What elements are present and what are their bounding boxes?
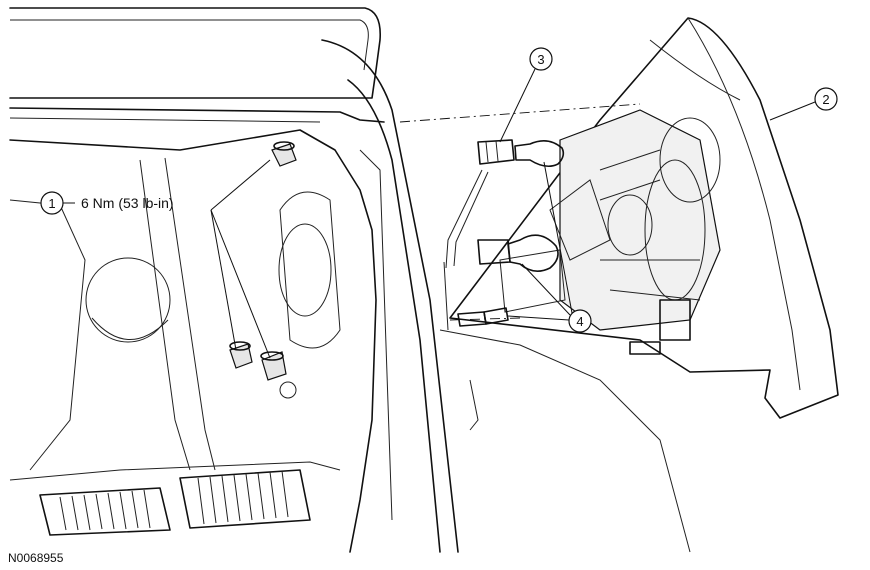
torque-spec: 6 Nm (53 lb-in) bbox=[81, 195, 174, 211]
fastener-low bbox=[260, 351, 287, 381]
rear-lamp-assembly bbox=[449, 17, 839, 419]
callout-4: 4 bbox=[507, 161, 592, 333]
vent-right bbox=[179, 469, 311, 529]
callout-1-number: 1 bbox=[48, 196, 55, 211]
bulb-socket-upper bbox=[477, 139, 515, 165]
bulb-upper bbox=[514, 140, 565, 168]
callout-3-number: 3 bbox=[537, 52, 544, 67]
callout-4-number: 4 bbox=[576, 314, 583, 329]
wiring-harness bbox=[443, 169, 489, 331]
fastener-top bbox=[271, 141, 297, 167]
callout-1: 1 6 Nm (53 lb-in) bbox=[40, 159, 271, 359]
alignment-line-upper bbox=[399, 103, 641, 123]
callout-3: 3 bbox=[499, 47, 553, 143]
lamp-opening-pillar bbox=[321, 39, 691, 553]
figure-id: N0068955 bbox=[8, 551, 64, 565]
callout-2: 2 bbox=[769, 87, 838, 121]
callout-2-number: 2 bbox=[822, 92, 829, 107]
fastener-mid bbox=[229, 341, 253, 369]
alignment-line-lower bbox=[449, 317, 521, 321]
vent-left bbox=[39, 487, 171, 536]
bulb-small bbox=[457, 307, 509, 327]
bulb-lower bbox=[507, 234, 559, 272]
vehicle-body-panel bbox=[9, 7, 385, 553]
